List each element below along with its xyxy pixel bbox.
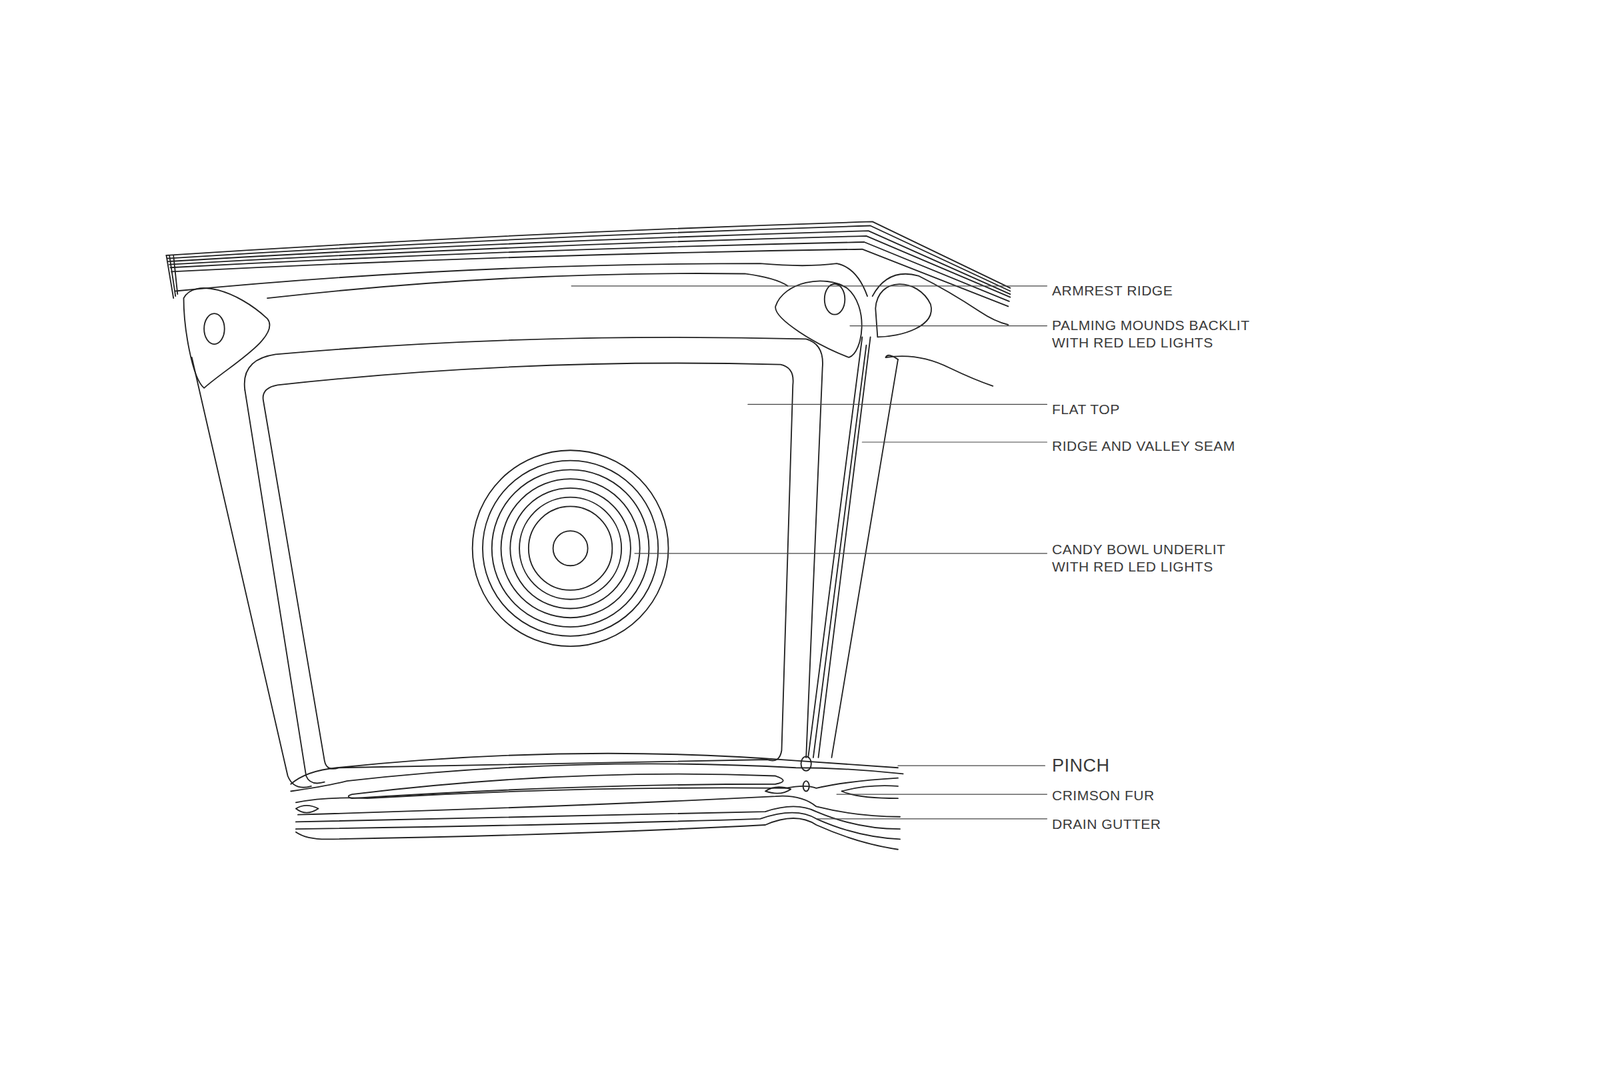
callout-label: ARMREST RIDGE <box>1052 282 1319 300</box>
callout-label: PINCH <box>1052 754 1319 776</box>
callout-label: DRAIN GUTTER <box>1052 815 1319 833</box>
callout-label: FLAT TOP <box>1052 400 1319 418</box>
callout-label: PALMING MOUNDS BACKLIT WITH RED LED LIGH… <box>1052 316 1272 352</box>
callout-label: RIDGE AND VALLEY SEAM <box>1052 437 1319 455</box>
callout-label: CANDY BOWL UNDERLIT WITH RED LED LIGHTS <box>1052 540 1246 576</box>
callout-label: CRIMSON FUR <box>1052 786 1319 804</box>
